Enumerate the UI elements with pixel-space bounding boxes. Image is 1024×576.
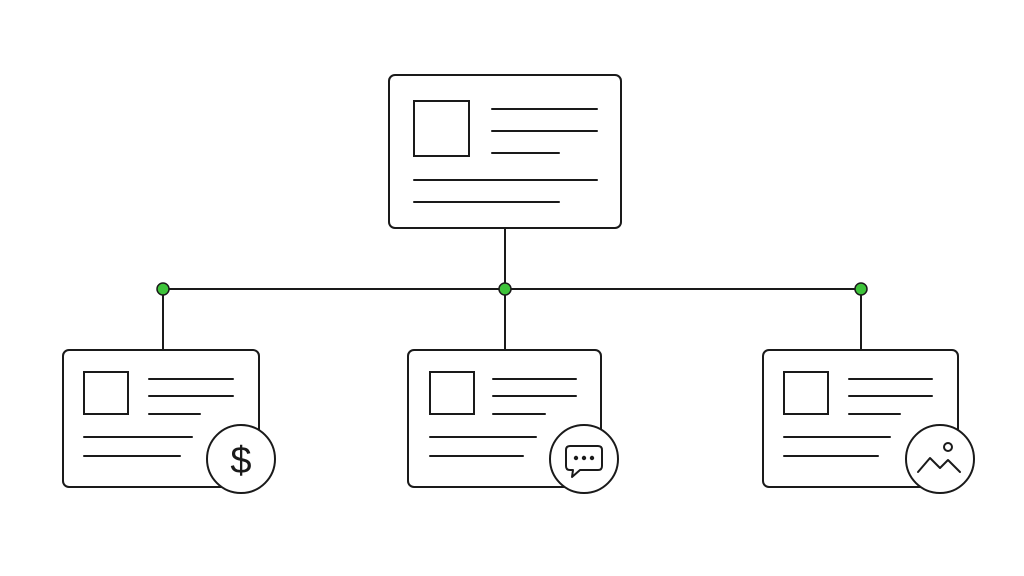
child-card-thumbnail	[783, 371, 829, 415]
junction-dot-left	[156, 282, 170, 296]
dollar-sign-icon: $	[230, 440, 251, 482]
root-card-thumbnail	[413, 100, 470, 157]
dot	[573, 455, 579, 461]
junction-dots	[156, 282, 868, 296]
image-icon	[917, 442, 961, 473]
junction-dot-right	[854, 282, 868, 296]
root-card-frame	[388, 74, 622, 229]
badge-circle	[206, 424, 276, 494]
child-card-text-lines	[783, 378, 933, 457]
junction-dot-center	[498, 282, 512, 296]
dollar-badge: $	[206, 424, 276, 494]
dot	[589, 455, 595, 461]
chat-bubble-icon	[565, 445, 603, 478]
badge-circle	[905, 424, 975, 494]
connectors	[162, 227, 862, 351]
child-card-thumbnail	[429, 371, 475, 415]
image-badge	[905, 424, 975, 494]
dot	[581, 455, 587, 461]
child-card-thumbnail	[83, 371, 129, 415]
child-card-text-lines	[83, 378, 234, 457]
root-card	[388, 74, 622, 229]
chat-badge	[549, 424, 619, 494]
root-card-text-lines	[413, 108, 598, 203]
child-card-text-lines	[429, 378, 577, 457]
